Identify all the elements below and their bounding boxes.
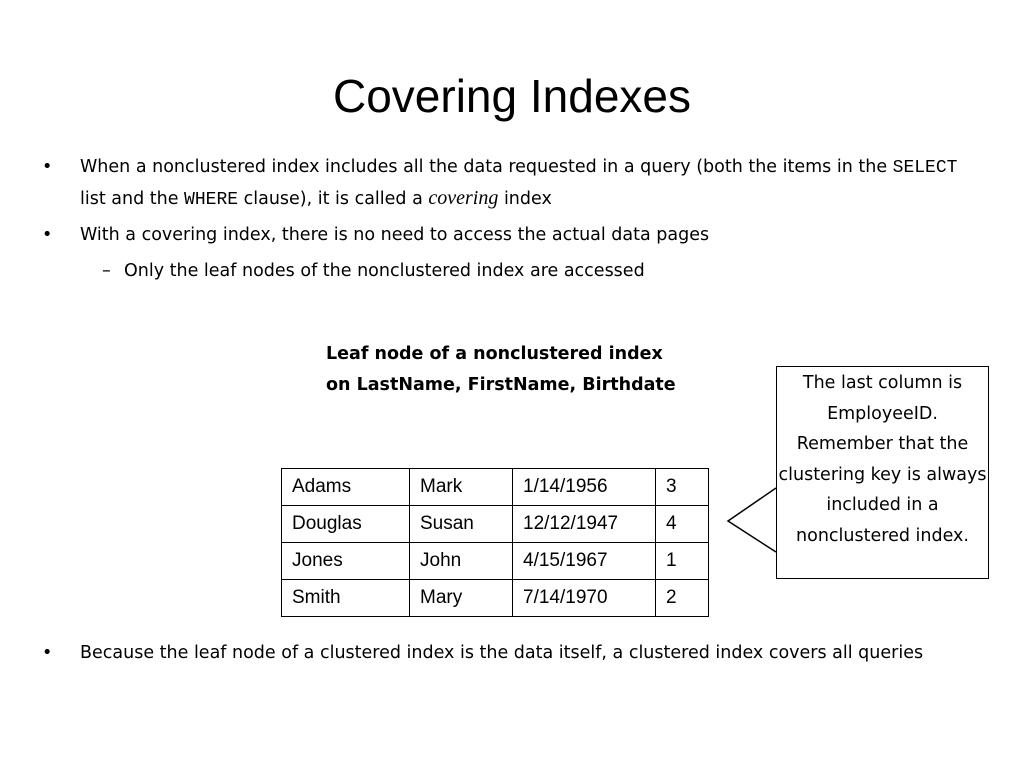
table-cell-firstname: Susan (409, 505, 513, 543)
table-row: Douglas Susan 12/12/1947 4 (281, 505, 709, 543)
sub-bullet-marker: – (102, 261, 111, 281)
table-cell-birthdate: 12/12/1947 (512, 505, 656, 543)
code-where-keyword: WHERE (184, 190, 239, 210)
bullet-covering-definition: • When a nonclustered index includes all… (42, 152, 980, 215)
callout-pointer-shape (726, 487, 777, 553)
bullet-marker: • (42, 643, 53, 663)
table-cell-birthdate: 4/15/1967 (512, 542, 656, 580)
table-cell-employeeid: 2 (655, 579, 709, 617)
table-cell-lastname: Douglas (281, 505, 410, 543)
figure-caption: Leaf node of a nonclustered index on Las… (326, 344, 676, 395)
bullet-text: clause), it is called a (238, 189, 429, 209)
table-cell-firstname: John (409, 542, 513, 580)
sub-bullet-leaf-nodes: – Only the leaf nodes of the nonclustere… (102, 256, 984, 286)
callout-note: The last column is EmployeeID. Remember … (776, 366, 989, 579)
table-row: Adams Mark 1/14/1956 3 (281, 468, 709, 506)
bullet-clustered-covers: • Because the leaf node of a clustered i… (42, 638, 990, 668)
table-cell-firstname: Mary (409, 579, 513, 617)
table-cell-employeeid: 3 (655, 468, 709, 506)
bullet-text: Only the leaf nodes of the nonclustered … (124, 261, 645, 281)
table-cell-birthdate: 7/14/1970 (512, 579, 656, 617)
table-row: Jones John 4/15/1967 1 (281, 542, 709, 580)
slide-title: Covering Indexes (333, 70, 691, 122)
emphasis-covering: covering (428, 187, 499, 209)
code-select-keyword: SELECT (892, 158, 958, 178)
bullet-text: list and the (80, 189, 185, 209)
bullet-marker: • (42, 225, 53, 245)
bullet-text: Because the leaf node of a clustered ind… (80, 643, 924, 663)
table-cell-birthdate: 1/14/1956 (512, 468, 656, 506)
bullet-text: When a nonclustered index includes all t… (80, 157, 893, 177)
leaf-node-table: Adams Mark 1/14/1956 3 Douglas Susan 12/… (281, 468, 709, 617)
table-cell-firstname: Mark (409, 468, 513, 506)
table-row: Smith Mary 7/14/1970 2 (281, 579, 709, 617)
table-cell-employeeid: 1 (655, 542, 709, 580)
table-cell-employeeid: 4 (655, 505, 709, 543)
table-cell-lastname: Adams (281, 468, 410, 506)
bullet-text: With a covering index, there is no need … (80, 225, 710, 245)
bullet-no-data-pages: • With a covering index, there is no nee… (42, 220, 980, 250)
bullet-text: index (498, 189, 552, 209)
bullet-marker: • (42, 157, 53, 177)
table-cell-lastname: Smith (281, 579, 410, 617)
table-cell-lastname: Jones (281, 542, 410, 580)
